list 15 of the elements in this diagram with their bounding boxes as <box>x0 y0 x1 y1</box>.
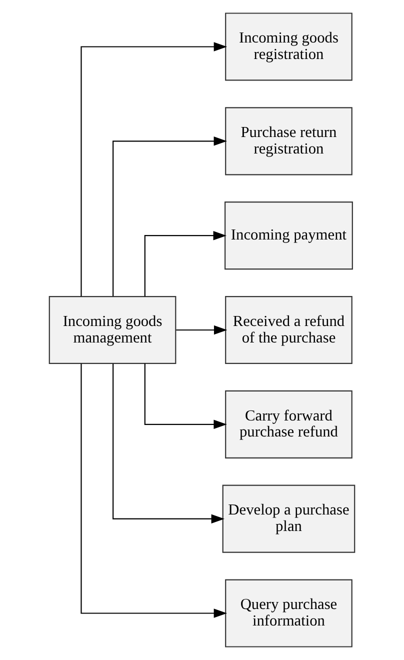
node-box: Incoming goods management <box>48 296 176 364</box>
node-box: Develop a purchase plan <box>222 484 356 553</box>
arrow <box>176 325 228 335</box>
node-box: Incoming payment <box>224 202 353 270</box>
arrow <box>80 364 228 618</box>
node-box: Received a refund of the purchase <box>225 296 352 364</box>
arrow <box>80 42 228 296</box>
arrow <box>112 136 227 296</box>
arrow <box>144 230 226 296</box>
arrow <box>144 364 227 430</box>
node-box: Incoming goods registration <box>225 12 352 81</box>
arrow <box>112 364 224 524</box>
node-box: Query purchase information <box>225 579 352 648</box>
node-box: Carry forward purchase refund <box>225 390 352 458</box>
node-box: Purchase return registration <box>225 107 352 176</box>
